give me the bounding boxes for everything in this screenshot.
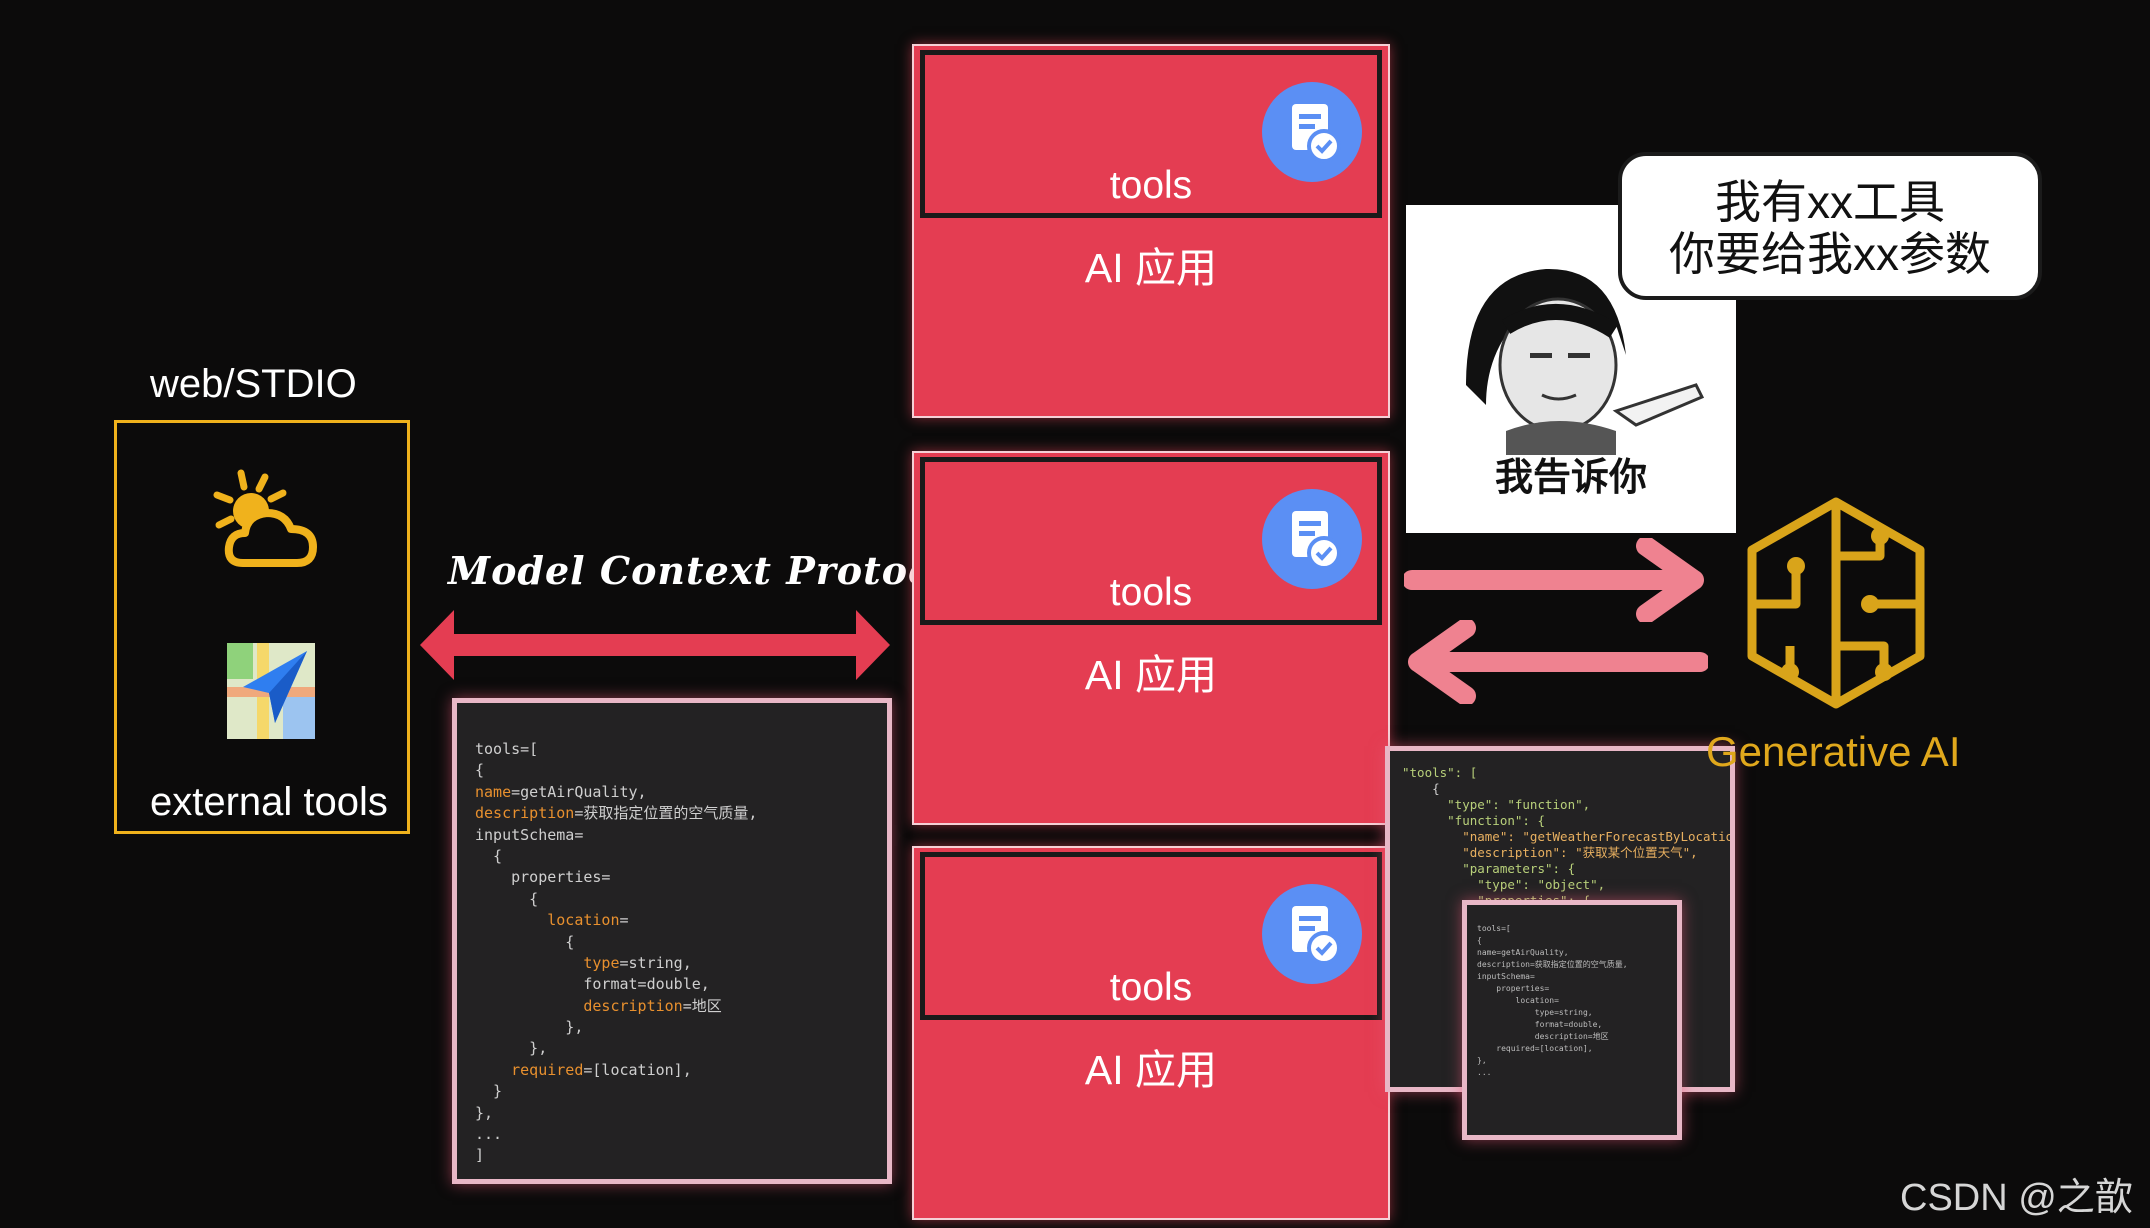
code-line: description=地区 bbox=[583, 996, 722, 1015]
arrow-left-icon bbox=[1408, 620, 1708, 704]
speech-bubble: 我有xx工具 你要给我xx参数 bbox=[1618, 152, 2042, 300]
code-line: "description": "获取某个位置天气", bbox=[1402, 845, 1698, 860]
card-app-label: AI 应用 bbox=[1084, 245, 1218, 291]
code-line: { bbox=[475, 846, 503, 865]
web-stdio-label: web/STDIO bbox=[150, 362, 357, 406]
code-line: required=[location], bbox=[1477, 1044, 1593, 1053]
external-tools-box bbox=[114, 420, 410, 834]
ai-app-card-3: tools AI 应用 bbox=[912, 846, 1390, 1220]
meme-caption: 我告诉你 bbox=[1494, 457, 1647, 499]
code-line: "type": "function", bbox=[1402, 797, 1591, 812]
code-line: "type": "object", bbox=[1402, 877, 1606, 892]
code-line: name=getAirQuality, bbox=[475, 782, 647, 801]
code-line: description=获取指定位置的空气质量, bbox=[475, 804, 758, 823]
code-line: required=[location], bbox=[511, 1060, 692, 1079]
code-line: { bbox=[1477, 936, 1482, 945]
code-line: { bbox=[475, 889, 539, 908]
map-navigation-icon bbox=[227, 643, 315, 739]
code-line: }, bbox=[1477, 1056, 1487, 1065]
card-app-label: AI 应用 bbox=[1084, 652, 1218, 698]
meme-face-icon bbox=[1466, 268, 1705, 455]
code-panel-tools: tools=[ { name=getAirQuality, descriptio… bbox=[452, 698, 892, 1184]
code-panel-tools-small: tools=[ { name=getAirQuality, descriptio… bbox=[1462, 900, 1682, 1140]
code-line: { bbox=[475, 932, 575, 951]
code-line: name=getAirQuality, bbox=[1477, 948, 1569, 957]
code-line: description=获取指定位置的空气质量, bbox=[1477, 960, 1628, 969]
code-line: tools=[ bbox=[1477, 924, 1511, 933]
document-check-icon bbox=[1262, 82, 1362, 182]
code-line: ... bbox=[1477, 1068, 1492, 1077]
code-line: description=地区 bbox=[1477, 1032, 1609, 1041]
code-line: format=double, bbox=[1477, 1020, 1603, 1029]
weather-icon bbox=[213, 469, 317, 567]
code-line: properties= bbox=[475, 868, 611, 887]
code-line: properties= bbox=[1477, 984, 1550, 993]
code-line: }, bbox=[475, 1039, 548, 1058]
code-line: type=string, bbox=[1477, 1008, 1593, 1017]
code-line: tools=[ bbox=[475, 740, 539, 758]
code-line: inputSchema= bbox=[1477, 972, 1535, 981]
document-check-icon bbox=[1262, 489, 1362, 589]
code-line: { bbox=[475, 761, 485, 780]
code-line: type=string, bbox=[583, 953, 692, 972]
document-check-icon bbox=[1262, 884, 1362, 984]
code-line: } bbox=[475, 1082, 503, 1101]
code-line: ] bbox=[475, 1146, 485, 1165]
arrow-right-icon bbox=[1404, 538, 1704, 622]
code-line: }, bbox=[475, 1018, 584, 1037]
ai-app-card-2: tools AI 应用 bbox=[912, 451, 1390, 825]
code-line: { bbox=[1402, 781, 1440, 796]
code-line: "tools": [ bbox=[1402, 765, 1478, 780]
code-line: inputSchema= bbox=[475, 825, 584, 844]
code-line: format=double, bbox=[475, 975, 710, 994]
bubble-line-1: 我有xx工具 bbox=[1715, 176, 1945, 228]
generative-ai-label: Generative AI bbox=[1706, 728, 1961, 775]
bubble-line-2: 你要给我xx参数 bbox=[1669, 228, 1991, 280]
card-tools-label: tools bbox=[1109, 164, 1193, 207]
tools-frame bbox=[920, 50, 1382, 218]
bidirectional-arrow bbox=[420, 610, 890, 680]
watermark: CSDN @之歆 bbox=[1900, 1177, 2133, 1219]
brain-circuit-icon bbox=[1747, 497, 1925, 709]
code-line: "parameters": { bbox=[1402, 861, 1576, 876]
card-tools-label: tools bbox=[1109, 571, 1193, 614]
external-tools-label: external tools bbox=[150, 780, 388, 824]
tools-frame bbox=[920, 457, 1382, 625]
card-app-label: AI 应用 bbox=[1084, 1047, 1218, 1093]
code-line: ... bbox=[475, 1125, 503, 1144]
ai-app-card-1: tools AI 应用 bbox=[912, 44, 1390, 418]
code-line: "name": "getWeatherForecastByLocation", bbox=[1402, 829, 1735, 844]
card-tools-label: tools bbox=[1109, 966, 1193, 1009]
code-line: "function": { bbox=[1402, 813, 1545, 828]
code-line: location= bbox=[547, 911, 629, 930]
code-line: location= bbox=[1477, 996, 1559, 1005]
code-line: }, bbox=[475, 1103, 494, 1122]
protocol-label: Model Context Protocol bbox=[448, 548, 974, 593]
tools-frame bbox=[920, 852, 1382, 1020]
